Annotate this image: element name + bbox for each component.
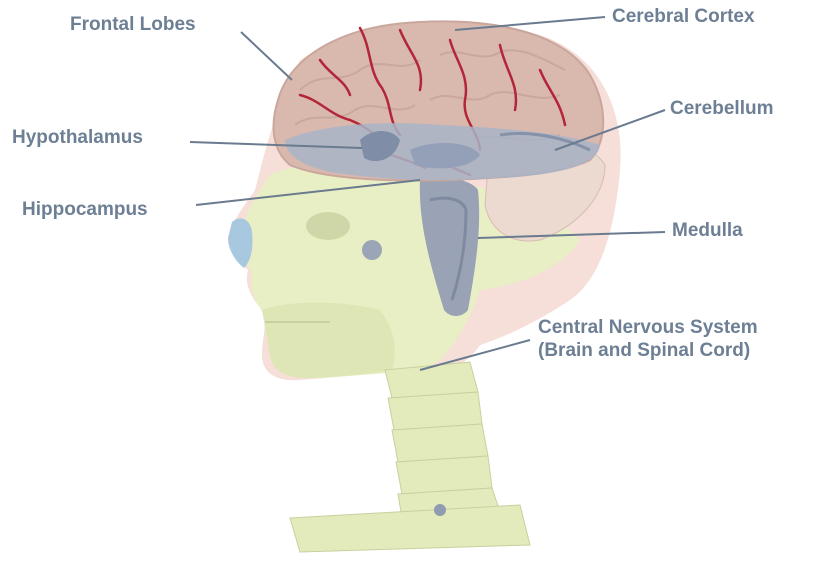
nose-cartilage [228,218,253,268]
label-hippocampus: Hippocampus [22,198,148,221]
label-hypothalamus: Hypothalamus [12,126,143,149]
label-central-nervous-system: Central Nervous System (Brain and Spinal… [538,316,758,362]
eye-socket [306,212,350,240]
leader-frontal-lobes [241,32,292,80]
label-frontal-lobes: Frontal Lobes [70,13,196,36]
label-medulla: Medulla [672,219,743,242]
jaw-bone [262,303,395,379]
label-cerebellum: Cerebellum [670,97,773,120]
label-cns-line2: (Brain and Spinal Cord) [538,339,758,362]
spine-vertebrae [290,362,530,552]
label-cerebral-cortex: Cerebral Cortex [612,5,755,28]
vertebra-foramen [434,504,446,516]
cheek-bone [362,240,382,260]
label-cns-line1: Central Nervous System [538,316,758,339]
